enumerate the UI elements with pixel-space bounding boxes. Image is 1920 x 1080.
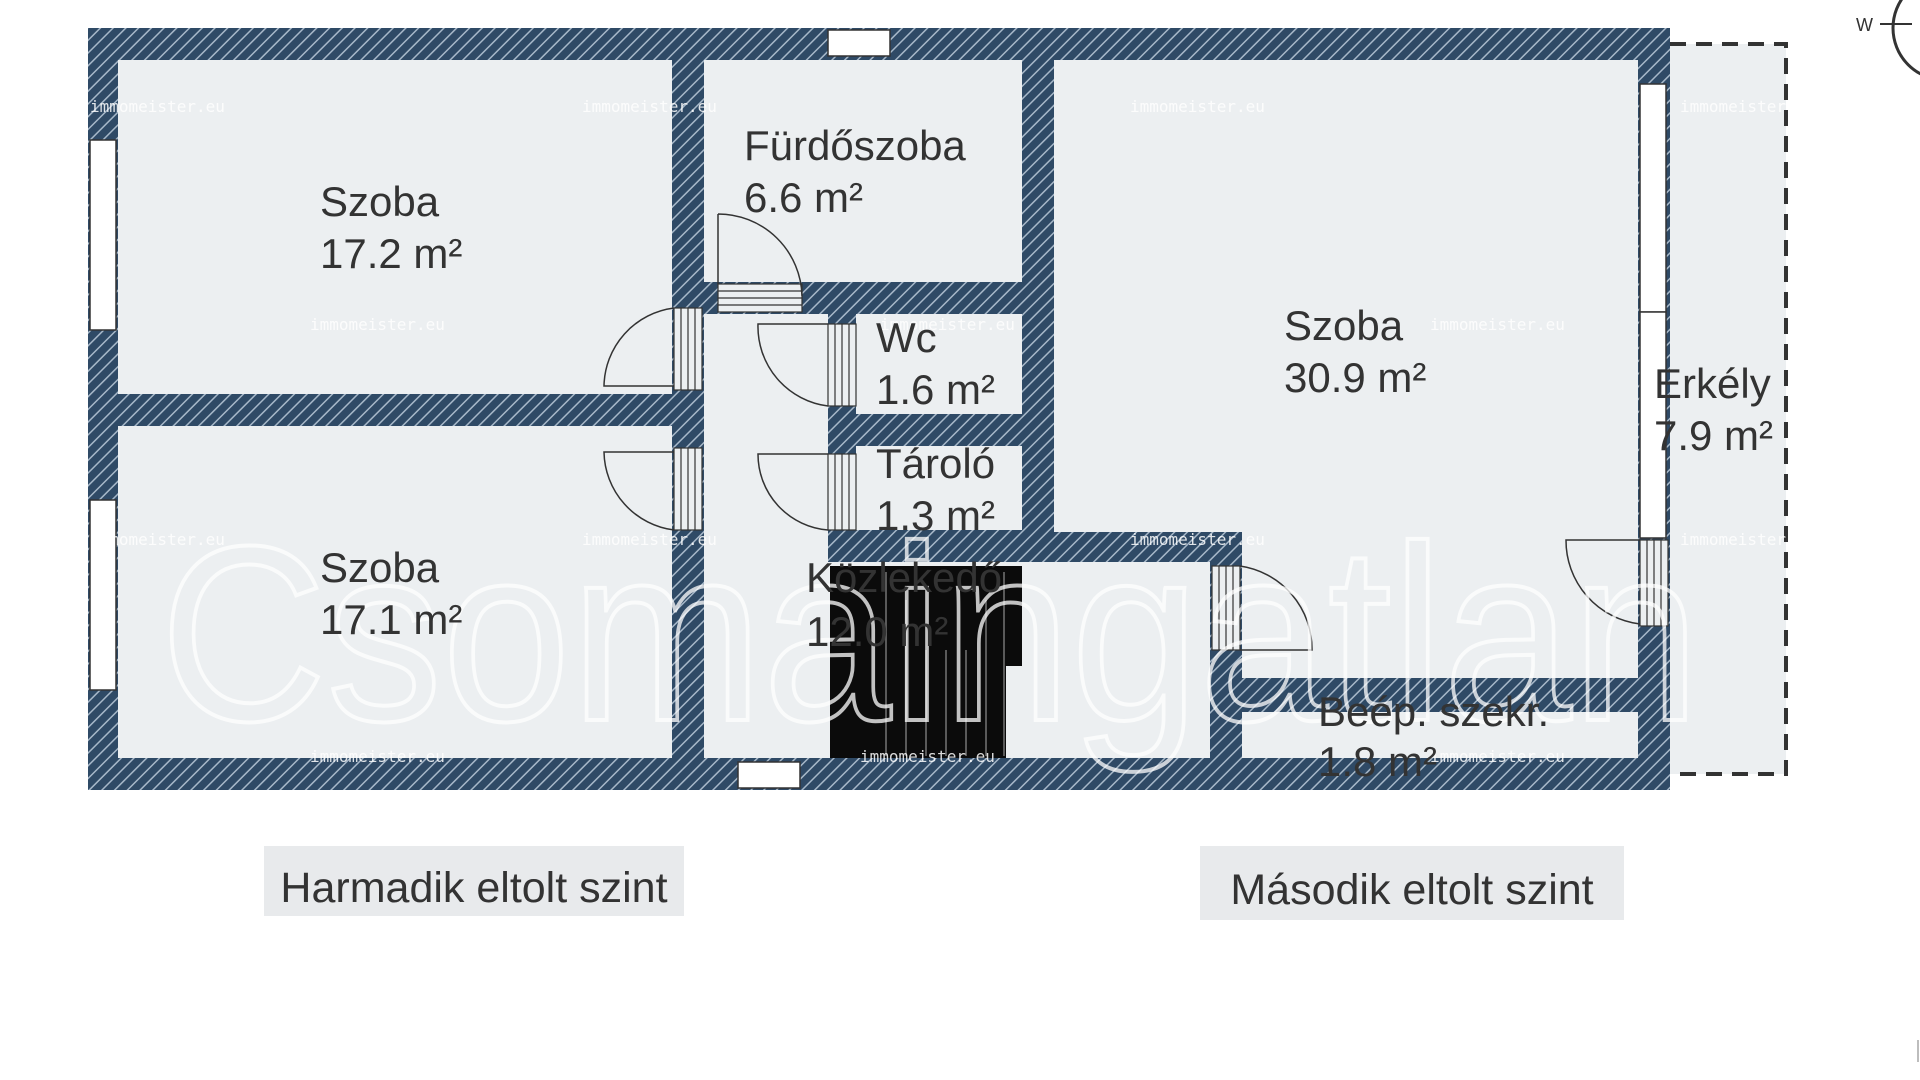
watermark-small: immomeister.eu [880,315,1015,334]
floor-room-left-bottom [118,426,672,758]
watermark-small: immomeister.eu [860,747,995,766]
room-area-left-bottom: 17.1 m² [320,596,462,643]
watermarks-small: immomeister.eu immomeister.eu immomeiste… [90,97,1815,766]
watermark-small: immomeister.eu [1680,530,1815,549]
room-area-built-in: 1.8 m² [1318,738,1437,785]
level-label-right: Második eltolt szint [1230,866,1593,914]
watermark-small: immomeister.eu [1680,97,1815,116]
watermark-small: immomeister.eu [582,97,717,116]
level-labels: Harmadik eltolt szint Második eltolt szi… [264,846,1624,920]
room-name-storage: Tároló [876,440,995,487]
watermark-small: immomeister.eu [90,530,225,549]
room-area-corridor: 12.0 m² [806,608,948,655]
window-bottom [737,761,801,789]
room-name-balcony: Erkély [1654,360,1771,407]
floor-room-right-a [1054,60,1638,532]
door-swing-left-bottom [603,451,675,531]
balcony-outline [1670,42,1788,776]
door-swing-built-in [1239,565,1313,651]
floor-room-left-top [118,60,672,394]
windows [89,29,1667,789]
watermark-small: immomeister.eu [90,97,225,116]
room-area-storage: 1.3 m² [876,492,995,539]
compass-ring-icon [1891,0,1920,76]
door-swing-left-top [603,307,675,387]
room-labels: Szoba 17.2 m² Szoba 17.1 m² Fürdőszoba 6… [320,122,1773,785]
watermark-small: immomeister.eu [582,530,717,549]
window-left-bottom [89,499,117,691]
window-right-middle [1639,311,1667,539]
room-area-right: 30.9 m² [1284,354,1426,401]
room-name-built-in: Beép. szekr. [1318,688,1549,735]
staircase [830,566,1022,758]
level-label-left: Harmadik eltolt szint [280,864,667,912]
room-name-wc: Wc [876,314,937,361]
level-label-right-bg [1200,846,1624,920]
floor-corridor-a [704,314,828,758]
compass-west-label: W [1856,15,1873,35]
floor-room-right-b [1242,532,1638,678]
room-name-left-top: Szoba [320,178,440,225]
window-top [827,29,891,57]
door-frame-lines [680,290,1662,650]
level-label-left-bg [264,846,684,916]
floor-storage [856,446,1022,530]
watermark-small: immomeister.eu [1130,97,1265,116]
room-area-wc: 1.6 m² [876,366,995,413]
door-swing-bathroom [717,213,803,297]
floor-built-in [1242,712,1638,758]
door-swing-storage [757,453,829,531]
floor-balcony [1670,44,1786,774]
door-swing-balcony [1565,539,1641,625]
watermark-small: immomeister.eu [310,315,445,334]
floor-wc [856,314,1022,414]
floor-bathroom [704,60,1022,282]
room-name-corridor: Közlekedő [806,554,1002,601]
stair-steps [885,572,1005,756]
window-left-top [89,139,117,331]
door-swing-wc [757,323,829,407]
room-area-bathroom: 6.6 m² [744,174,863,221]
room-name-left-bottom: Szoba [320,544,440,591]
watermark-small: immomeister.eu [1430,315,1565,334]
room-name-right: Szoba [1284,302,1404,349]
compass: W [1856,0,1920,76]
room-area-left-top: 17.2 m² [320,230,462,277]
watermark-small: immomeister.eu [1130,530,1265,549]
window-right-top [1639,83,1667,313]
door-swings [603,213,1641,651]
room-name-bathroom: Fürdőszoba [744,122,966,169]
watermark-small: immomeister.eu [310,747,445,766]
room-area-balcony: 7.9 m² [1654,412,1773,459]
watermark-small: immomeister.eu [1430,747,1565,766]
watermark-big: Csomaingatlan [160,494,1700,773]
